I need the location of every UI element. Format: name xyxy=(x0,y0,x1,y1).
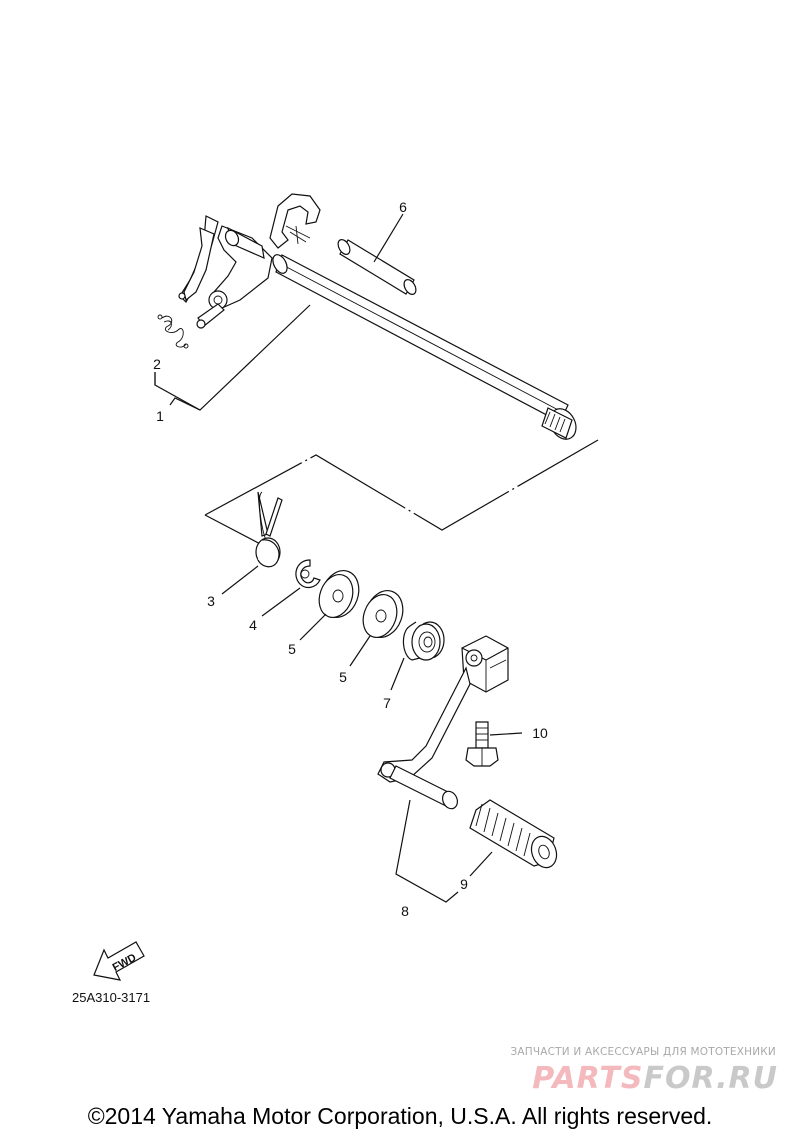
shift-shaft xyxy=(272,254,577,440)
footpeg-rubber-part-9 xyxy=(469,799,558,869)
shift-lever-plate xyxy=(178,193,321,329)
callout-10: 10 xyxy=(532,725,548,741)
watermark-logo-part2: FOR.RU xyxy=(643,1061,778,1096)
watermark-logo: PARTSFOR.RU xyxy=(532,1061,778,1096)
washer-part-5b xyxy=(362,590,404,638)
washer-part-5a xyxy=(318,570,360,618)
collar-part-6 xyxy=(337,239,417,295)
watermark: ЗАПЧАСТИ И АКСЕССУАРЫ ДЛЯ МОТОТЕХНИКИ PA… xyxy=(510,1046,778,1096)
pedal-assembly xyxy=(221,491,558,903)
callout-5b: 5 xyxy=(339,669,347,685)
callout-5a: 5 xyxy=(288,641,296,657)
shift-shaft-assembly xyxy=(154,193,577,440)
callout-9: 9 xyxy=(460,876,468,892)
circlip-part-4 xyxy=(295,559,321,589)
copyright-footer: ©2014 Yamaha Motor Corporation, U.S.A. A… xyxy=(88,1103,713,1129)
bolt-part-10 xyxy=(465,721,499,767)
callout-8: 8 xyxy=(401,903,409,919)
watermark-tagline: ЗАПЧАСТИ И АКСЕССУАРЫ ДЛЯ МОТОТЕХНИКИ xyxy=(510,1046,776,1058)
drawing-code: 25A310-3171 xyxy=(72,990,150,1005)
callout-3: 3 xyxy=(207,593,215,609)
callout-labels: 6 2 1 3 4 5 5 7 10 9 8 xyxy=(153,199,548,919)
pedal-lever-part-8 xyxy=(377,635,509,810)
spring-part-2 xyxy=(157,314,189,349)
fwd-arrow-icon: FWD xyxy=(93,941,145,981)
callout-1: 1 xyxy=(156,408,164,424)
callout-6: 6 xyxy=(399,199,407,215)
callout-2: 2 xyxy=(153,356,161,372)
watermark-logo-part1: PARTS xyxy=(532,1061,643,1096)
callout-4: 4 xyxy=(249,617,257,633)
assembly-link-frame xyxy=(204,439,599,549)
bushing-part-7 xyxy=(402,621,445,661)
callout-7: 7 xyxy=(383,695,391,711)
cotter-pin-part-3 xyxy=(255,491,283,568)
